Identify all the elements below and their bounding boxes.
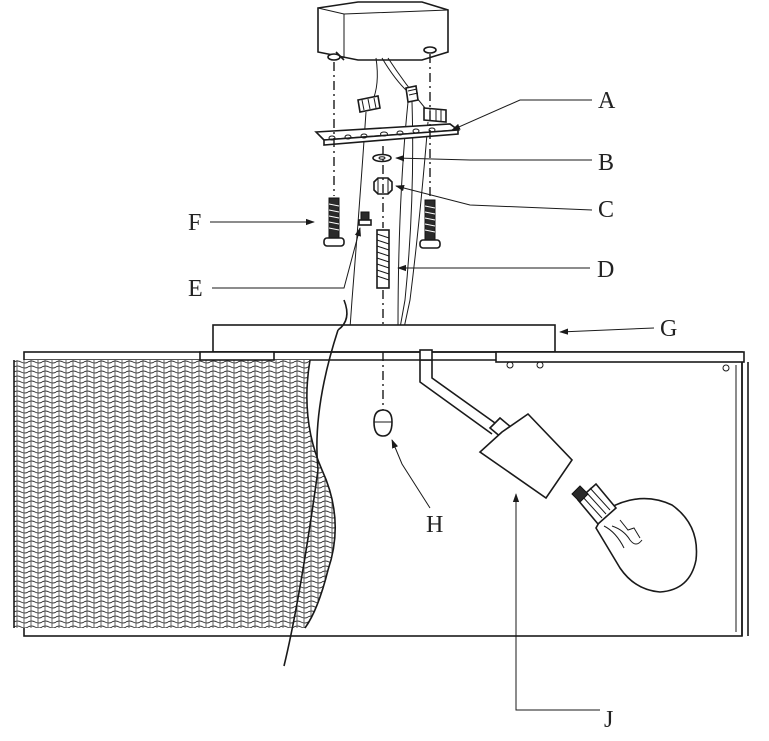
junction-box-tabs: [327, 46, 437, 61]
label-e: E: [188, 276, 203, 302]
label-d: D: [597, 257, 614, 283]
mounting-bracket: [314, 123, 461, 146]
canopy-plate: [212, 324, 556, 353]
label-a: A: [598, 88, 616, 114]
label-b: B: [598, 150, 614, 176]
finial: [373, 409, 393, 437]
mounting-screw-left: [323, 197, 345, 247]
leader-lines: [210, 99, 655, 711]
support-rod: [283, 299, 348, 667]
label-h: H: [426, 512, 443, 538]
label-j: J: [604, 707, 613, 733]
socket-assembly: [419, 349, 574, 500]
label-c: C: [598, 197, 614, 223]
mounting-screw-right: [419, 199, 441, 249]
label-g: G: [660, 316, 677, 342]
threaded-nipple: [376, 229, 390, 289]
ground-screw: [358, 211, 372, 226]
washer: [372, 153, 392, 163]
light-bulb: [571, 482, 698, 593]
assembly-center-lines: [333, 54, 431, 412]
label-f: F: [188, 210, 201, 236]
bulb-base: [571, 482, 618, 526]
wire-nut-connectors: [357, 85, 447, 123]
wicker-shade: [13, 351, 336, 629]
